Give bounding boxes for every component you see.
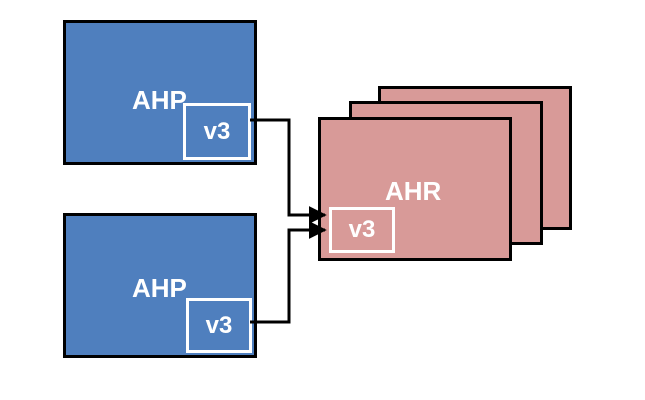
- ahr-node: AHR v3: [318, 117, 512, 261]
- ahp-port-v3-1: v3: [183, 103, 251, 160]
- ahp-port-v3-2: v3: [186, 298, 252, 353]
- ahp-node-1: AHP v3: [63, 20, 257, 165]
- ahr-label: AHR: [385, 176, 442, 206]
- ahp-label-1: AHP: [132, 85, 187, 115]
- ahr-port-v3: v3: [329, 207, 395, 253]
- ahp-node-2: AHP v3: [63, 213, 257, 358]
- connector-arrow-1: [250, 118, 327, 224]
- ahp-label-2: AHP: [132, 273, 187, 303]
- connector-arrow-2: [250, 221, 327, 324]
